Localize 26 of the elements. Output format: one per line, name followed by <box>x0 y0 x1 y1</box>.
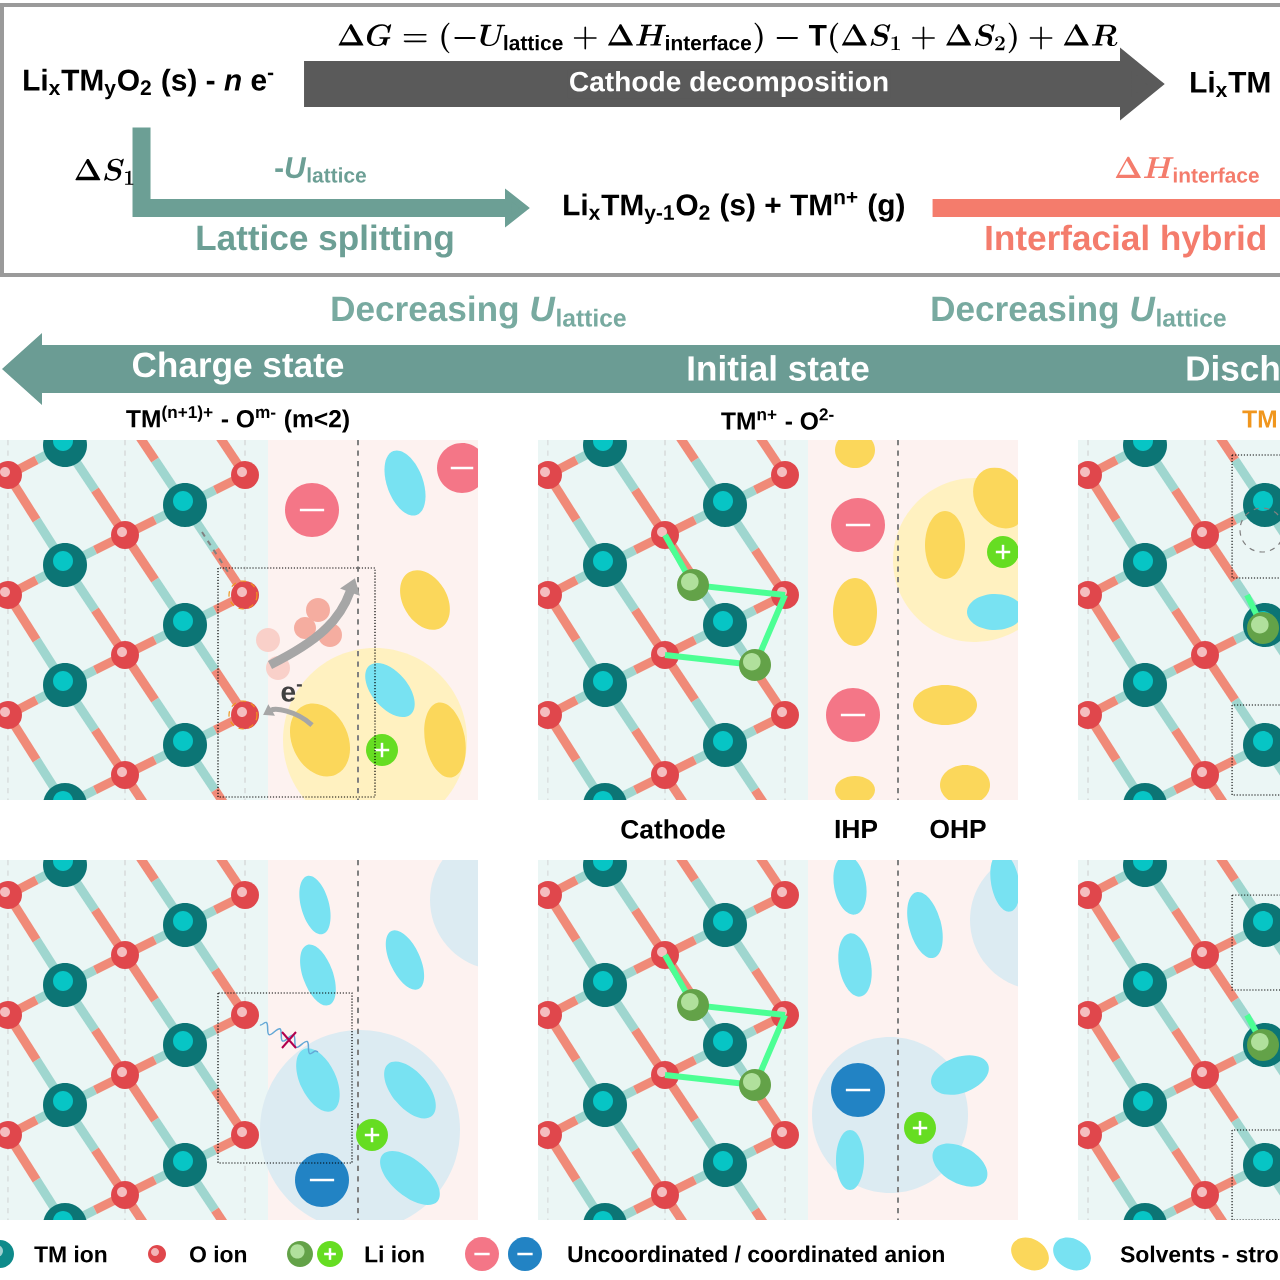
equation-text: $\Delta G = (-U_{\mathrm{lattice}} + \Delta H_{\mathrm{interface}}) - \mathrm{T}(\Delta S_{1} + \Delta S_{2}) + \Delta R$ <box>338 22 1118 54</box>
legend-label: O ion <box>190 1245 247 1263</box>
formula-text: Li$_{x}$TM <box>1191 70 1270 98</box>
region-label: OHP <box>930 819 986 839</box>
region-label: Cathode <box>621 819 725 839</box>
bond-label: TM <box>1242 410 1276 428</box>
state-label: Charge state <box>133 351 344 385</box>
legend-label: TM ion <box>34 1245 107 1263</box>
legend-label: Uncoordinated / coordinated anion <box>568 1245 944 1263</box>
electron-label: e$^{-}$ <box>281 684 302 702</box>
legend-label: Solvents - stro <box>1120 1245 1278 1263</box>
bond-label: TM$^{(n+1)+}$ - O$^{m-}$ (m<2) <box>126 405 349 433</box>
symbol-text: -U$_{lattice}$ <box>275 157 366 183</box>
heading-text: Decreasing U$_{lattice}$ <box>932 295 1226 329</box>
edge-label: Interfacial hybrid <box>986 224 1265 258</box>
heading-text: Decreasing U$_{lattice}$ <box>332 295 626 329</box>
formula-text: Li$_{x}$TM$_{y-1}$O$_{2}$ (s) + TM$^{n+}$ (g) <box>564 191 904 225</box>
legend-label: Li ion <box>365 1245 424 1263</box>
symbol-text: $\Delta H_{\mathrm{interface}}$ <box>1115 156 1259 183</box>
edge-label: Cathode decomposition <box>567 69 891 99</box>
bond-label: TM$^{n+}$ - O$^{2-}$ <box>721 408 834 430</box>
region-label: IHP <box>835 819 878 839</box>
state-label: Initial state <box>688 355 869 381</box>
state-label: Disch <box>1187 355 1279 381</box>
formula-text: Li$_{x}$TM$_{y}$O$_{2}$ (s) - n e$^{-}$ <box>24 68 274 100</box>
edge-label: Lattice splitting <box>197 224 453 258</box>
